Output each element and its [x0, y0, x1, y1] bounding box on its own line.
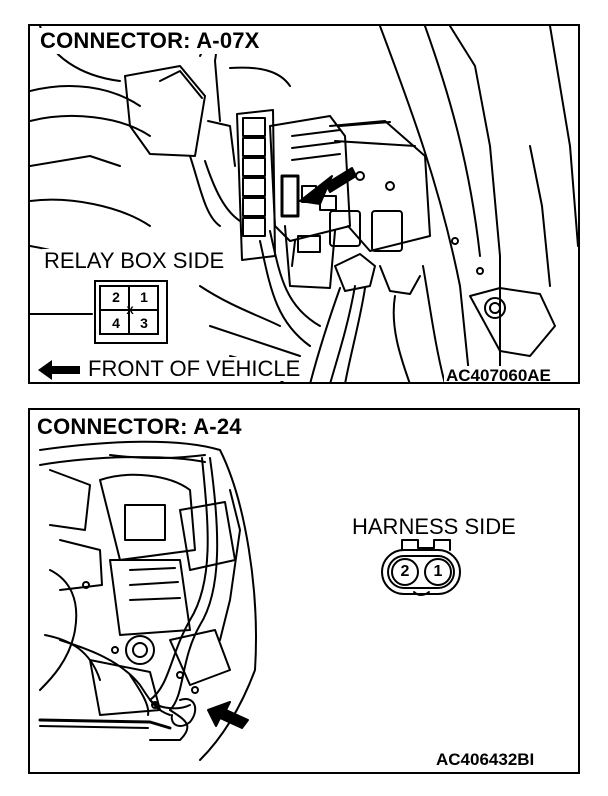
connector-a24-panel: CONNECTOR: A-24 HARNESS SIDE 2 1 AC40643…	[28, 408, 580, 774]
connector-title: CONNECTOR: A-24	[34, 414, 245, 440]
pin-4: 4	[112, 315, 120, 331]
relay-box-side-label: RELAY BOX SIDE	[42, 248, 227, 273]
harness-side-label: HARNESS SIDE	[350, 514, 518, 539]
connector-title: CONNECTOR: A-07X	[37, 28, 263, 54]
connector-face-lines	[99, 285, 159, 335]
engine-bay-illustration	[38, 440, 461, 761]
connector-face-4pin: 2 1 4 3 X	[94, 280, 168, 344]
pin-2: 2	[400, 563, 410, 580]
pin-1: 1	[140, 289, 148, 305]
pin-2: 2	[112, 289, 120, 305]
pin-center-mark: X	[126, 305, 134, 317]
pin-3: 3	[140, 315, 148, 331]
front-of-vehicle-label: FRONT OF VEHICLE	[86, 356, 303, 381]
figure-code: AC407060AE	[444, 366, 553, 384]
figure-code: AC406432BI	[434, 750, 537, 770]
pin-1: 1	[433, 563, 443, 580]
connector-a07x-panel: CONNECTOR: A-07X RELAY BOX SIDE FRONT OF…	[28, 24, 580, 384]
